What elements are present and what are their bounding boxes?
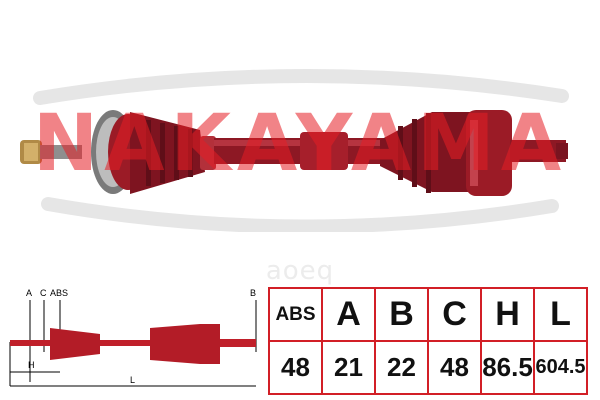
diagram-shaft: [10, 324, 256, 364]
dimension-diagram: A C ABS B H L: [9, 288, 257, 387]
header-b: B: [374, 287, 429, 342]
header-h: H: [480, 287, 535, 342]
label-a: A: [26, 288, 32, 298]
watermark-swoosh: [33, 68, 569, 232]
value-a: 21: [321, 340, 376, 395]
header-abs: ABS: [268, 287, 323, 342]
product-photo: NAKAYAMA: [20, 68, 569, 232]
site-watermark: aoeq: [265, 256, 335, 286]
value-b: 22: [374, 340, 429, 395]
spec-value-row: 48 21 22 48 86.5 604.5: [268, 340, 588, 395]
value-l: 604.5: [533, 340, 588, 395]
value-abs: 48: [268, 340, 323, 395]
spec-table: ABS A B C H L 48 21 22 48 86.5 604.5: [268, 287, 588, 395]
spec-header-row: ABS A B C H L: [268, 287, 588, 342]
header-c: C: [427, 287, 482, 342]
header-l: L: [533, 287, 588, 342]
label-c: C: [40, 288, 47, 298]
header-a: A: [321, 287, 376, 342]
label-b: B: [250, 288, 256, 298]
label-l: L: [130, 375, 135, 385]
label-h: H: [28, 360, 35, 370]
brand-watermark: NAKAYAMA: [33, 99, 567, 189]
label-abs: ABS: [50, 288, 68, 298]
drive-shaft: [20, 110, 568, 196]
value-h: 86.5: [480, 340, 535, 395]
value-c: 48: [427, 340, 482, 395]
